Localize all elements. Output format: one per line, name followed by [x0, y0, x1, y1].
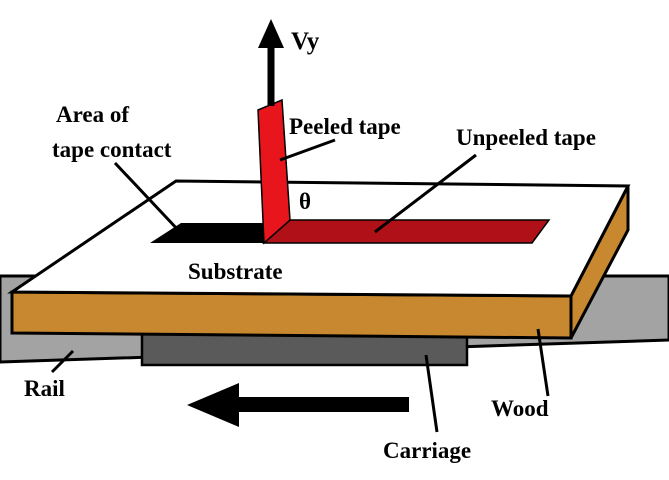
peeled-tape: [257, 98, 291, 245]
leader-area-of-contact: [113, 161, 182, 234]
carriage-label: Carriage: [383, 438, 471, 463]
substrate-label: Substrate: [188, 259, 283, 284]
wood-front-face: [10, 290, 573, 340]
move-arrow-head: [187, 383, 239, 427]
leader-rail: [50, 349, 75, 374]
leader-peeled-tape: [279, 138, 336, 162]
leader-wood: [536, 328, 550, 397]
wood-label: Wood: [491, 396, 549, 421]
vy-label: Vy: [291, 28, 320, 55]
area-of-contact-label-line1: Area of: [56, 102, 129, 127]
unpeeled-tape: [262, 219, 551, 244]
contact-area: [150, 223, 268, 243]
peeled-tape-label: Peeled tape: [289, 114, 401, 139]
theta-label: θ: [299, 189, 311, 214]
leader-unpeeled-tape: [374, 153, 477, 234]
rail-label: Rail: [24, 376, 65, 401]
leader-carriage: [424, 354, 439, 433]
unpeeled-tape-label: Unpeeled tape: [456, 125, 596, 150]
area-of-contact-label-line2: tape contact: [52, 137, 172, 162]
vy-arrow-head: [258, 19, 284, 48]
move-arrow-shaft: [232, 397, 409, 412]
